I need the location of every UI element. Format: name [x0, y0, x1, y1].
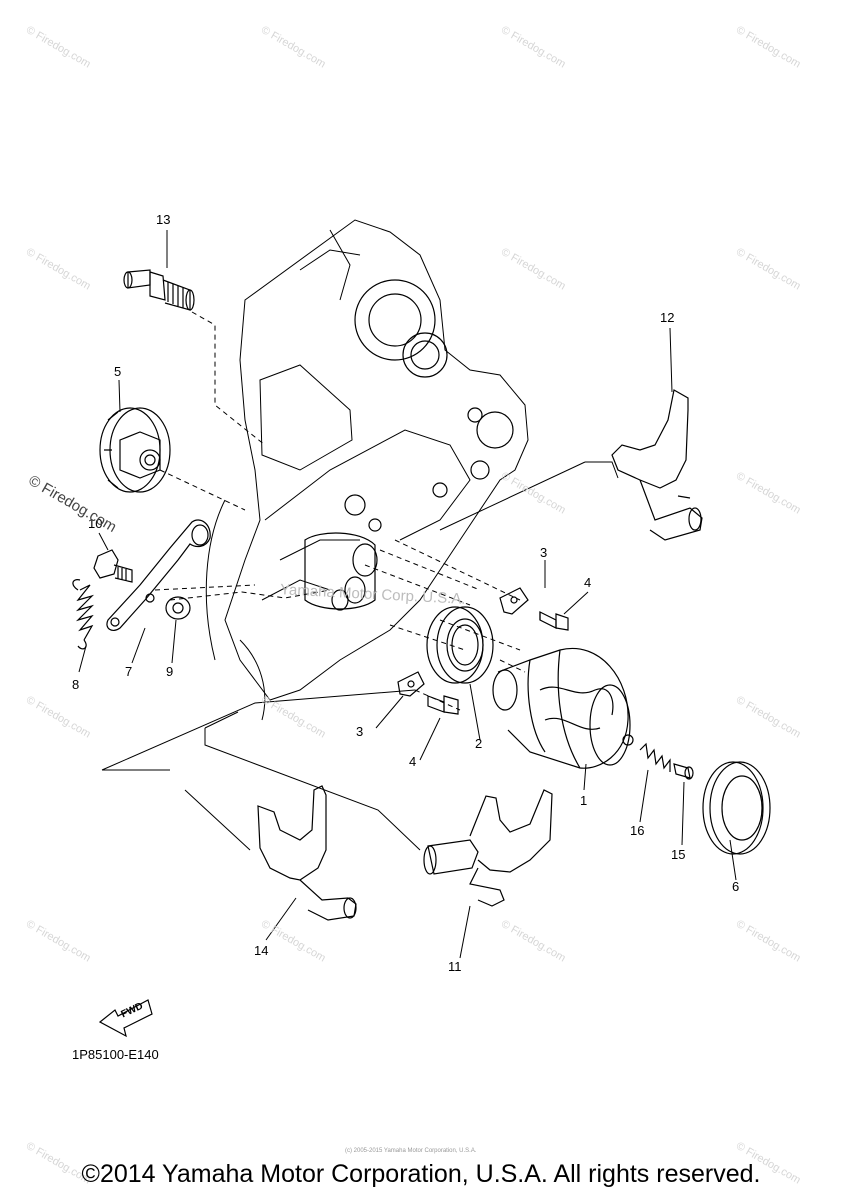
callout-1: 1	[580, 793, 588, 808]
tiny-copyright-note: (c) 2005-2015 Yamaha Motor Corporation, …	[345, 1148, 477, 1154]
part-15-pin	[673, 763, 694, 780]
part-7-lever	[106, 519, 211, 632]
part-10-bolt	[93, 549, 133, 583]
part-6-oil-seal	[702, 761, 771, 855]
callout-3-lower: 3	[356, 724, 364, 739]
callout-10: 10	[88, 516, 103, 531]
crankcase-outline	[205, 219, 529, 721]
callout-2: 2	[475, 736, 483, 751]
callout-11: 11	[448, 959, 462, 974]
part-4-screw-lower	[427, 695, 459, 715]
callout-6: 6	[732, 879, 740, 894]
fwd-arrow-icon	[98, 999, 153, 1038]
callout-16: 16	[630, 823, 645, 838]
callout-14: 13	[156, 212, 171, 227]
callout-12: 14	[254, 943, 269, 958]
callout-leaders	[78, 230, 737, 959]
part-3-plate-upper	[499, 587, 529, 615]
part-4-screw-upper	[539, 611, 569, 631]
callout-5: 5	[114, 364, 122, 379]
callout-4-lower: 4	[409, 754, 417, 769]
part-2-bearing	[426, 606, 494, 684]
part-9-washer	[165, 596, 191, 620]
assembly-lines	[101, 461, 619, 851]
part-5-segment	[99, 407, 171, 493]
callout-15: 15	[671, 847, 686, 862]
part-11-shift-fork	[423, 789, 553, 907]
part-14-bolt	[123, 269, 195, 311]
copyright-footer: ©2014 Yamaha Motor Corporation, U.S.A. A…	[81, 1160, 761, 1188]
part-3-plate-lower	[397, 671, 425, 697]
callout-8: 8	[72, 677, 80, 692]
callout-4-upper: 4	[584, 575, 592, 590]
callout-13: 12	[660, 310, 675, 325]
part-16-spring	[639, 742, 671, 772]
callout-7: 7	[125, 664, 133, 679]
part-12-shift-fork	[257, 785, 357, 921]
part-code: 1P85100-E140	[72, 1047, 159, 1062]
part-13-shift-fork	[611, 389, 703, 541]
part-8-spring	[72, 579, 95, 650]
leader-lines	[154, 311, 526, 711]
callout-3-upper: 3	[540, 545, 548, 560]
callout-9: 9	[166, 664, 174, 679]
part-1-shift-drum	[492, 647, 634, 769]
